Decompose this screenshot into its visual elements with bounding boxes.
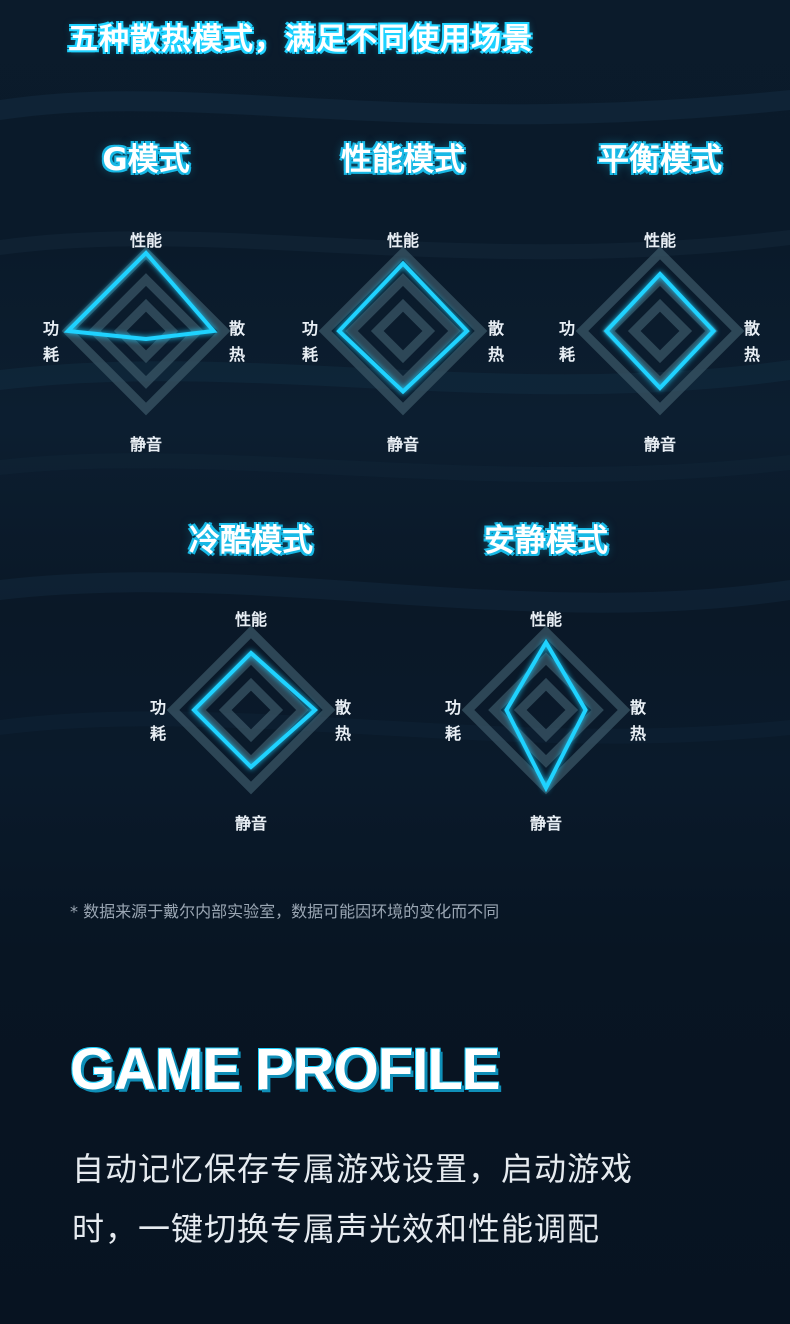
radar-grid-ring bbox=[193, 652, 309, 768]
radar-chart-g bbox=[61, 246, 231, 416]
mode-title-g: G模式 bbox=[102, 142, 190, 178]
radar-grid-ring bbox=[627, 298, 693, 364]
game-profile-desc-line2: 时，一键切换专属声光效和性能调配 bbox=[72, 1210, 601, 1248]
axis-label-top: 性能 bbox=[234, 610, 268, 629]
radar-chart-balanced bbox=[575, 246, 745, 416]
axis-label-right: 散热 bbox=[487, 319, 504, 364]
axis-label-top: 性能 bbox=[643, 231, 677, 250]
mode-title-balanced: 平衡模式 bbox=[598, 142, 722, 178]
radar-grid-ring bbox=[370, 298, 436, 364]
headline: 五种散热模式，满足不同使用场景 bbox=[68, 22, 533, 57]
radar-value-polygon bbox=[336, 260, 470, 395]
radar-grid-ring bbox=[513, 677, 579, 743]
game-profile-desc-line1: 自动记忆保存专属游戏设置，启动游戏 bbox=[72, 1150, 634, 1188]
radar-grid-ring bbox=[345, 273, 461, 389]
axis-label-bottom: 静音 bbox=[529, 814, 563, 833]
radar-chart-quiet bbox=[461, 625, 631, 795]
radar-grid-ring bbox=[113, 298, 179, 364]
radar-grid-ring bbox=[218, 677, 284, 743]
axis-label-left: 功耗 bbox=[444, 698, 461, 743]
axis-label-left: 功耗 bbox=[149, 698, 166, 743]
axis-label-left: 功耗 bbox=[301, 319, 318, 364]
axis-label-top: 性能 bbox=[129, 231, 163, 250]
radar-value-polygon bbox=[191, 650, 319, 770]
axis-label-top: 性能 bbox=[386, 231, 420, 250]
axis-label-bottom: 静音 bbox=[643, 435, 677, 454]
axis-label-right: 散热 bbox=[334, 698, 351, 743]
axis-label-top: 性能 bbox=[529, 610, 563, 629]
radar-grid-ring bbox=[318, 246, 488, 416]
mode-title-performance: 性能模式 bbox=[341, 142, 465, 178]
radar-chart-cool bbox=[166, 625, 336, 795]
radar-grid-ring bbox=[488, 652, 604, 768]
mode-title-quiet: 安静模式 bbox=[484, 523, 608, 559]
footnote: * 数据来源于戴尔内部实验室，数据可能因环境的变化而不同 bbox=[70, 902, 500, 921]
axis-label-right: 散热 bbox=[743, 319, 760, 364]
axis-label-right: 散热 bbox=[629, 698, 646, 743]
mode-title-cool: 冷酷模式 bbox=[189, 523, 313, 559]
axis-label-bottom: 静音 bbox=[386, 435, 420, 454]
radar-value-polygon bbox=[603, 271, 717, 391]
radar-grid-ring bbox=[88, 273, 204, 389]
axis-label-left: 功耗 bbox=[558, 319, 575, 364]
radar-grid-ring bbox=[166, 625, 336, 795]
axis-label-left: 功耗 bbox=[42, 319, 59, 364]
wave-background-middle bbox=[0, 572, 790, 744]
radar-value-polygon bbox=[63, 250, 218, 342]
axis-label-right: 散热 bbox=[228, 319, 245, 364]
radar-grid-ring bbox=[602, 273, 718, 389]
radar-value-polygon bbox=[504, 638, 588, 793]
axis-label-bottom: 静音 bbox=[234, 814, 268, 833]
game-profile-title: GAME PROFILE bbox=[70, 1037, 500, 1102]
radar-grid-ring bbox=[575, 246, 745, 416]
radar-chart-performance bbox=[318, 246, 488, 416]
axis-label-bottom: 静音 bbox=[129, 435, 163, 454]
